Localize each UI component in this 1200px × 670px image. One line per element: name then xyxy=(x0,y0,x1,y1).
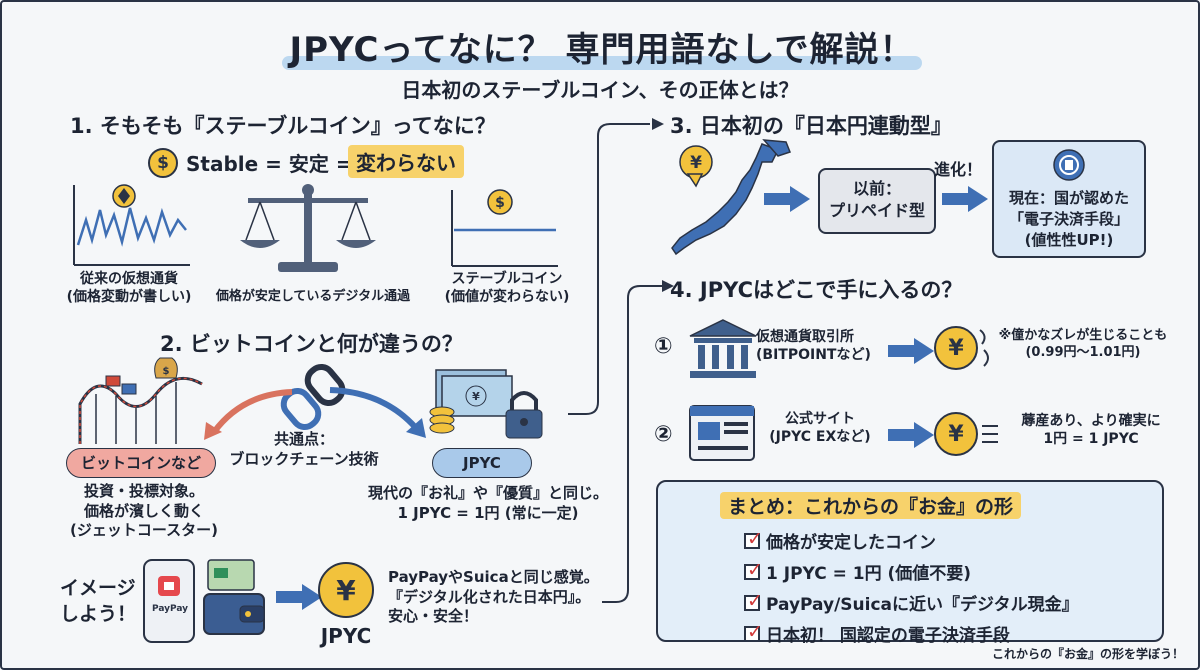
section3-heading: 3. 日本初の『日本円連動型』 xyxy=(670,114,952,138)
jpyc-desc-1: 現代の『お礼』や『優質』と同じ。 xyxy=(367,484,608,502)
imagine-desc-3: 安心・安全！ xyxy=(388,607,479,625)
section2-heading: 2. ビットコインと何が違うの？ xyxy=(160,332,463,356)
after-label: 現在：国が認めた xyxy=(1008,189,1129,207)
imagine-label-2: しよう！ xyxy=(60,602,137,625)
checkbox-icon xyxy=(744,621,763,643)
page-title: JPYCってなに？ 専門用語なしで解説！ xyxy=(289,30,915,70)
money-lock-icon: ¥ xyxy=(429,369,543,439)
section1-heading: 1. そもそも『ステーブルコイン』ってなに？ xyxy=(70,114,496,138)
after-note: (値性性UP!) xyxy=(1024,231,1114,249)
connector-to-section3 xyxy=(568,118,664,415)
jpyc-coin-caption: JPYC xyxy=(320,624,372,648)
page-subtitle: 日本初のステーブルコイン、その正体とは？ xyxy=(401,78,799,102)
speed-lines-icon xyxy=(982,425,998,443)
row2-sub: (JPYC EXなど) xyxy=(769,429,871,446)
summary-item: PayPay/Suicaに近い『デジタル現金』 xyxy=(744,590,1079,615)
stable-price-chart-icon: $ xyxy=(451,189,558,267)
arrow-row2-icon xyxy=(888,422,934,448)
stable-formula: Stable = 安定 = xyxy=(186,152,353,176)
checkbox-icon xyxy=(744,559,763,581)
unchanging-highlight: 変わらない xyxy=(348,145,464,178)
title-block: JPYCってなに？ 専門用語なしで解説！ xyxy=(272,16,932,78)
bank-building-icon xyxy=(689,319,757,378)
before-type: プリペイド型 xyxy=(828,201,925,221)
yen-coin-icon: ¥ xyxy=(318,562,374,618)
stablecoin-label: ステーブルコイン xyxy=(451,271,563,287)
before-label: 以前： xyxy=(852,179,901,198)
arrow-evolve-icon xyxy=(942,186,988,212)
svg-text:$: $ xyxy=(163,366,170,377)
bitcoin-pill: ビットコインなど xyxy=(66,448,216,478)
arrow-row1-icon xyxy=(888,338,934,364)
yen-coin-row1-icon: ¥ xyxy=(934,326,978,370)
summary-item: 価格が安定したコイン xyxy=(744,528,1079,553)
jpyc-desc-2: 1 JPYC = 1円 (常に一定) xyxy=(397,503,579,522)
wallet-card-icon xyxy=(203,559,265,635)
imagine-label-1: イメージ xyxy=(60,577,136,599)
after-type: 「電子決済手段」 xyxy=(1008,210,1129,228)
footer-text: これからの『お金』の形を学ぼう！ xyxy=(991,647,1184,661)
smartphone-icon xyxy=(143,559,195,643)
crypto-sublabel: (価格変動が書しい) xyxy=(66,289,192,306)
svg-text:$: $ xyxy=(495,195,505,211)
website-window-icon xyxy=(689,405,755,461)
summary-item: 日本初！ 国認定の電子決済手段 xyxy=(744,621,1079,646)
common-label: 共通点： xyxy=(273,430,334,448)
summary-item: 1 JPYC = 1円 (価値不要) xyxy=(744,559,1079,584)
volatile-price-chart-icon xyxy=(73,184,190,266)
section4-heading: 4. JPYCはどこで手に入るの？ xyxy=(670,278,963,302)
balance-scale-icon xyxy=(240,184,376,272)
stable-digital-label: 価格が安定しているデジタル通過 xyxy=(215,289,411,304)
stablecoin-sublabel: (価値が変わらない) xyxy=(444,289,570,306)
crypto-label: 従来の仮想通貨 xyxy=(80,271,178,287)
title-highlight xyxy=(282,56,922,70)
svg-text:¥: ¥ xyxy=(472,390,480,403)
bitcoin-desc-3: (ジェットコースター) xyxy=(70,521,218,539)
roller-coaster-icon: $ xyxy=(78,357,203,444)
row2-note-2: 1円 = 1 JPYC xyxy=(1043,431,1139,448)
jpyc-pill: JPYC xyxy=(432,448,532,478)
common-tech: ブロックチェーン技術 xyxy=(229,449,379,468)
japan-map-icon: ¥ xyxy=(671,139,791,256)
bitcoin-desc-2: 価格が濱しく動く xyxy=(83,501,204,520)
row1-sub: (BITPOINTなど) xyxy=(756,347,871,364)
row1-note-2: (0.99円〜1.01円) xyxy=(1025,344,1141,360)
arrow-to-prepaid-icon xyxy=(764,186,810,212)
yen-coin-row2-icon: ¥ xyxy=(934,412,978,456)
arrow-to-jpyc-icon xyxy=(329,387,426,438)
summary-box: まとめ：これからの『お金』の形 価格が安定したコイン 1 JPYC = 1円 (… xyxy=(656,480,1164,646)
evolve-label: 進化！ xyxy=(934,160,983,179)
bitcoin-desc-1: 投資・投標対象。 xyxy=(83,482,204,500)
checkbox-icon xyxy=(744,590,763,612)
row2-note-1: 蓐産あり、より確実に xyxy=(1021,413,1161,429)
connector-to-section4 xyxy=(602,280,674,603)
row1-note-1: ※僮かなズレが生じることも xyxy=(998,328,1168,343)
certified-seal-icon xyxy=(1053,149,1085,181)
row2-number: ② xyxy=(654,422,673,447)
checkbox-icon xyxy=(744,528,763,550)
row2-title: 公式サイト xyxy=(785,411,855,427)
arrow-to-coin-icon xyxy=(276,584,322,610)
svg-text:¥: ¥ xyxy=(690,153,702,173)
arrow-to-bitcoin-icon xyxy=(204,389,293,440)
imagine-desc-1: PayPayやSuicaと同じ感覚。 xyxy=(388,568,599,586)
summary-heading: まとめ：これからの『お金』の形 xyxy=(720,492,1022,519)
paypay-label: PayPay xyxy=(151,604,189,614)
prepaid-box: 以前： プリペイド型 xyxy=(818,168,936,234)
row1-number: ① xyxy=(654,334,673,359)
summary-list: 価格が安定したコイン 1 JPYC = 1円 (価値不要) PayPay/Sui… xyxy=(744,528,1079,652)
dollar-coin-icon: $ xyxy=(148,148,178,178)
wobble-lines-icon xyxy=(979,329,989,367)
row1-title: 仮想通貨取引所 xyxy=(756,329,854,345)
imagine-desc-2: 『デジタル化された日本円』。 xyxy=(388,587,591,606)
